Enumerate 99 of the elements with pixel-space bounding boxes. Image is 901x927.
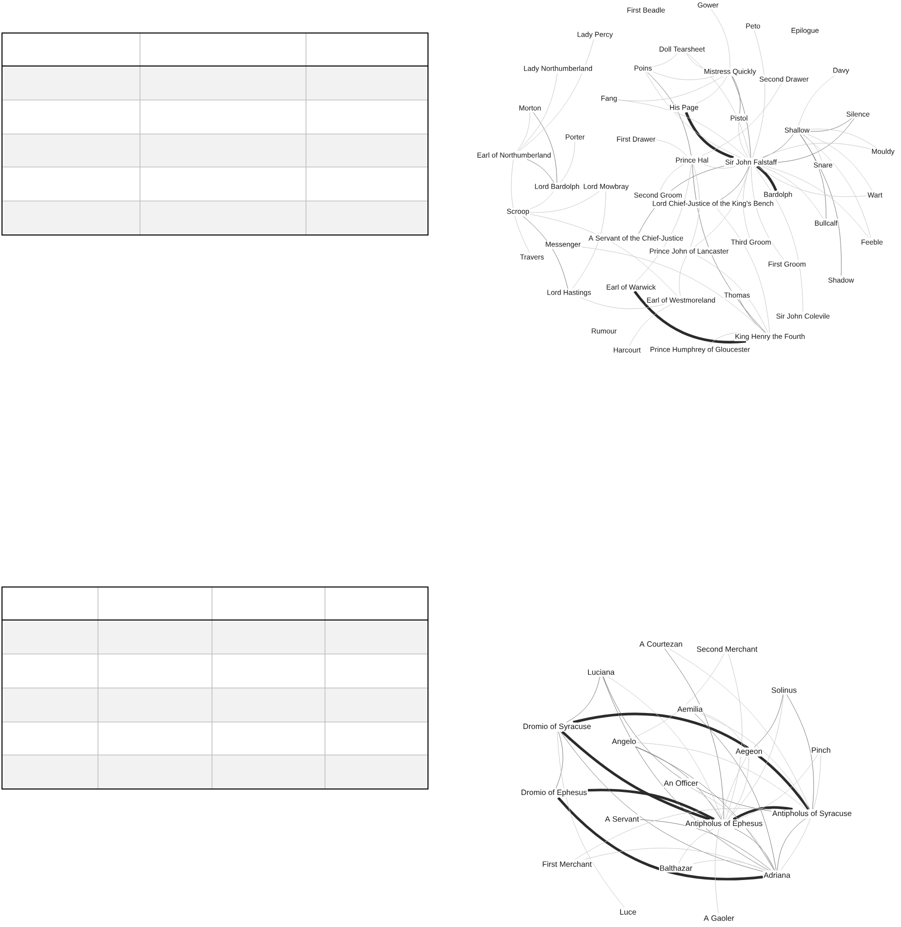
- network-edge: [704, 164, 736, 169]
- network-edge: [798, 75, 836, 126]
- network-edge: [756, 165, 778, 192]
- network-edge: [684, 112, 734, 159]
- network-edge: [754, 166, 804, 312]
- network-edge: [708, 332, 738, 346]
- network-edge: [647, 72, 692, 156]
- network-edge: [526, 159, 554, 183]
- network-edge: [754, 694, 784, 748]
- network-edge: [522, 216, 568, 289]
- network-edge: [645, 72, 742, 158]
- network-edge: [694, 166, 750, 247]
- network-edge: [692, 164, 766, 333]
- network-edge: [652, 71, 714, 80]
- network-edge: [802, 134, 822, 161]
- network-edge: [802, 134, 872, 238]
- network-edge: [581, 246, 766, 333]
- network-edge: [756, 166, 867, 197]
- network-edge: [686, 53, 750, 158]
- network-edge: [588, 788, 715, 820]
- network-edge: [518, 73, 558, 151]
- network-edge: [780, 754, 822, 871]
- network-edge: [732, 76, 740, 114]
- network-edge: [560, 731, 764, 872]
- network-edge: [660, 164, 684, 191]
- network-edge: [696, 255, 768, 333]
- network-edge: [714, 756, 747, 914]
- network-edge: [750, 166, 784, 260]
- network-edge: [700, 713, 810, 810]
- network-edge: [732, 806, 793, 820]
- network-edge: [737, 754, 818, 820]
- network-edge: [716, 208, 770, 333]
- network-edge: [530, 191, 600, 213]
- network-edge: [566, 676, 600, 723]
- network-edge: [580, 297, 664, 310]
- network-edge: [533, 112, 558, 183]
- network-edge: [720, 166, 750, 200]
- network-edge: [810, 128, 876, 148]
- network-edge: [686, 53, 704, 69]
- network-edge: [690, 164, 700, 247]
- network-edge: [690, 787, 722, 820]
- network-edge: [732, 76, 751, 158]
- network-edge: [800, 134, 826, 219]
- network-edge: [608, 676, 722, 820]
- network-edge: [694, 713, 776, 871]
- network-edge: [752, 30, 766, 158]
- network-edge: [584, 848, 766, 871]
- network-edge: [636, 742, 806, 810]
- network-edge: [727, 756, 750, 820]
- network-edge: [710, 9, 730, 68]
- network-edge: [618, 76, 723, 102]
- network-edge: [738, 122, 748, 158]
- network-edge: [679, 255, 687, 296]
- network-edge: [575, 808, 772, 860]
- network-edge: [777, 818, 806, 871]
- network-edge: [511, 159, 530, 253]
- network-edge: [517, 112, 530, 151]
- network-edge: [692, 860, 766, 871]
- network-edge: [664, 648, 724, 820]
- network-edge: [690, 787, 775, 871]
- network-edge: [742, 166, 750, 238]
- network-edge: [629, 304, 672, 346]
- network-edge: [634, 290, 746, 344]
- network-edge: [636, 746, 722, 820]
- network-edge: [810, 118, 852, 132]
- network-edge: [762, 134, 794, 158]
- network-edge: [557, 796, 763, 880]
- network-edge: [561, 730, 710, 821]
- network-edge: [618, 100, 746, 158]
- network-edge: [519, 39, 594, 151]
- network-edge: [786, 694, 814, 810]
- network-edge: [557, 731, 624, 908]
- network-edge: [728, 694, 784, 820]
- network-edge: [634, 746, 774, 871]
- network-edge: [678, 828, 714, 864]
- network-edge: [560, 141, 576, 183]
- network-edge: [656, 140, 687, 156]
- network-edge: [556, 731, 564, 789]
- network-edge: [652, 53, 678, 67]
- network-edge: [800, 134, 842, 276]
- network-edge: [530, 214, 678, 296]
- network-edge: [762, 166, 824, 219]
- network-edge: [808, 134, 873, 191]
- network-edge: [668, 648, 810, 810]
- network-edge: [696, 76, 728, 104]
- network-edge: [602, 676, 769, 871]
- network-edge: [702, 83, 782, 156]
- network-edge: [572, 712, 810, 810]
- network-edge: [530, 191, 554, 210]
- network-edge: [734, 828, 775, 871]
- network-edge: [603, 676, 772, 812]
- network-edge: [572, 191, 606, 289]
- network-edge: [766, 166, 869, 238]
- network-edge: [703, 713, 746, 748]
- network-edge: [761, 142, 871, 158]
- network-edge: [777, 118, 854, 163]
- network-edge: [725, 653, 742, 820]
- network-edge: [640, 819, 772, 871]
- network-edge: [634, 653, 725, 738]
